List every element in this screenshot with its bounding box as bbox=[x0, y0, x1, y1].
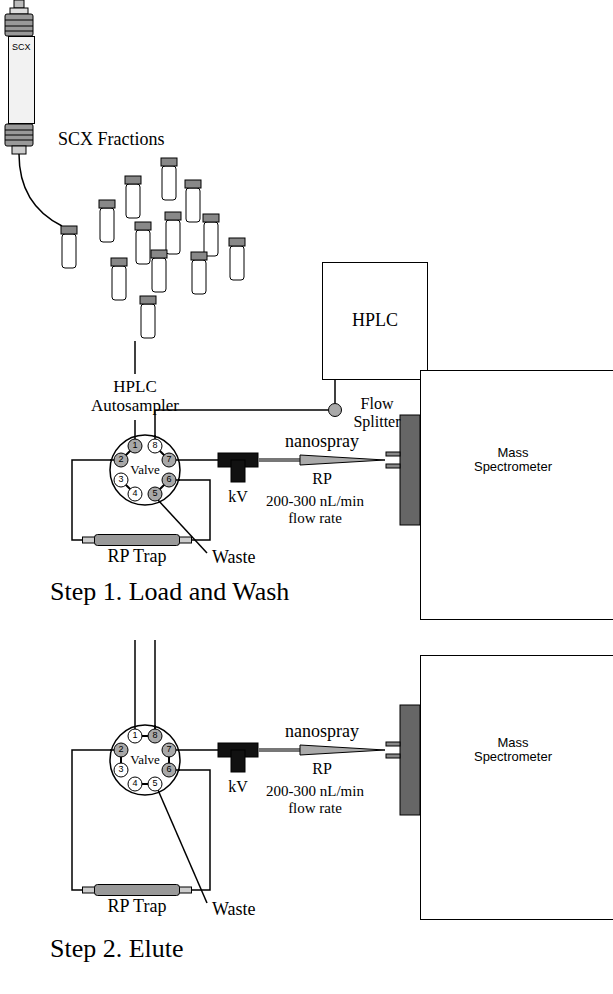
label-text: HPLC Autosampler bbox=[80, 378, 190, 415]
port-number-text: 4 bbox=[132, 779, 137, 789]
trap-column bbox=[82, 533, 192, 547]
port-number: 7 bbox=[166, 455, 171, 465]
port-number-text: 7 bbox=[166, 745, 171, 755]
port-number: 5 bbox=[152, 489, 157, 499]
rp-trap: RP Trap bbox=[82, 533, 192, 567]
label: HPLC Autosampler bbox=[80, 378, 190, 415]
port-number-text: 3 bbox=[118, 765, 123, 775]
port-number: 8 bbox=[152, 441, 157, 451]
node-text: HPLC bbox=[352, 311, 398, 331]
label: Waste bbox=[212, 548, 256, 568]
label-text: 200-300 nL/min flow rate bbox=[255, 783, 375, 816]
port-number-text: 2 bbox=[118, 745, 123, 755]
port-number: 1 bbox=[132, 441, 137, 451]
tubing-connector bbox=[334, 380, 336, 403]
label: Waste bbox=[212, 900, 256, 920]
label-text: nanospray bbox=[285, 722, 359, 742]
label-text: RP bbox=[312, 470, 332, 488]
port-number-text: 6 bbox=[166, 765, 171, 775]
port-number: 5 bbox=[152, 779, 157, 789]
node-text: RP Trap bbox=[82, 897, 192, 917]
port-number-text: 8 bbox=[152, 731, 157, 741]
vials bbox=[61, 158, 245, 338]
nanospray-assembly bbox=[172, 705, 420, 815]
port-number: 2 bbox=[118, 745, 123, 755]
label-text: SCX Fractions bbox=[58, 130, 165, 150]
port-number: 3 bbox=[118, 475, 123, 485]
port-number-text: 4 bbox=[132, 489, 137, 499]
label-text: Waste bbox=[212, 548, 256, 568]
hplc-box: HPLC bbox=[322, 262, 428, 380]
port-number-text: 1 bbox=[132, 441, 137, 451]
label: Step 1. Load and Wash bbox=[50, 578, 289, 607]
port-number-text: 6 bbox=[166, 475, 171, 485]
label: SCX Fractions bbox=[58, 130, 165, 150]
label: nanospray bbox=[285, 722, 359, 742]
tubing-connector bbox=[179, 480, 210, 540]
inlet-line bbox=[134, 640, 136, 730]
port-number: 4 bbox=[132, 779, 137, 789]
port-number-text: 8 bbox=[152, 441, 157, 451]
tubing-connector bbox=[72, 750, 111, 890]
node-text: SCX bbox=[12, 43, 31, 53]
flow-splitter: Flow Splitter bbox=[328, 395, 408, 430]
mass-spectrometer: Mass Spectrometer bbox=[420, 370, 613, 620]
inlet-line bbox=[154, 640, 156, 730]
scx-column: SCX bbox=[8, 36, 35, 124]
label: RP bbox=[312, 470, 332, 488]
port-number-text: 1 bbox=[132, 731, 137, 741]
trap-column bbox=[82, 883, 192, 897]
port-number: 8 bbox=[152, 731, 157, 741]
label-text: Step 2. Elute bbox=[50, 935, 184, 964]
label: 200-300 nL/min flow rate bbox=[255, 783, 375, 816]
node-text: Mass Spectrometer bbox=[468, 446, 558, 475]
port-number: 6 bbox=[166, 765, 171, 775]
label-text: Waste bbox=[212, 900, 256, 920]
label-text: 200-300 nL/min flow rate bbox=[255, 493, 375, 526]
label: nanospray bbox=[285, 432, 359, 452]
label-text: kV bbox=[228, 778, 248, 796]
label: kV bbox=[228, 778, 248, 796]
rp-trap: RP Trap bbox=[82, 883, 192, 917]
label-text: nanospray bbox=[285, 432, 359, 452]
port-number: 2 bbox=[118, 455, 123, 465]
mass-spectrometer: Mass Spectrometer bbox=[420, 655, 613, 920]
valve: Valve bbox=[109, 724, 181, 796]
port-number-text: 2 bbox=[118, 455, 123, 465]
port-number-text: 5 bbox=[152, 489, 157, 499]
port-number: 7 bbox=[166, 745, 171, 755]
node-text: Mass Spectrometer bbox=[468, 736, 558, 765]
port-number: 4 bbox=[132, 489, 137, 499]
tubing-connector bbox=[72, 460, 111, 540]
node-text: Flow Splitter bbox=[348, 395, 406, 430]
label: Step 2. Elute bbox=[50, 935, 184, 964]
port-number-text: 5 bbox=[152, 779, 157, 789]
label-text: RP bbox=[312, 760, 332, 778]
scx-column-hardware bbox=[5, 0, 62, 226]
port-number-text: 7 bbox=[166, 455, 171, 465]
label-text: Step 1. Load and Wash bbox=[50, 578, 289, 607]
tubing-connector bbox=[179, 770, 210, 890]
node-text: Valve bbox=[130, 753, 160, 767]
port-number: 6 bbox=[166, 475, 171, 485]
valve: Valve bbox=[109, 434, 181, 506]
label: kV bbox=[228, 488, 248, 506]
splitter-symbol bbox=[328, 403, 342, 417]
port-number-text: 3 bbox=[118, 475, 123, 485]
label: RP bbox=[312, 760, 332, 778]
port-number: 3 bbox=[118, 765, 123, 775]
node-text: RP Trap bbox=[82, 547, 192, 567]
node-text: Valve bbox=[130, 463, 160, 477]
nanospray-assembly bbox=[172, 415, 420, 525]
label: 200-300 nL/min flow rate bbox=[255, 493, 375, 526]
sample-line bbox=[134, 341, 136, 374]
port-number: 1 bbox=[132, 731, 137, 741]
label-text: kV bbox=[228, 488, 248, 506]
